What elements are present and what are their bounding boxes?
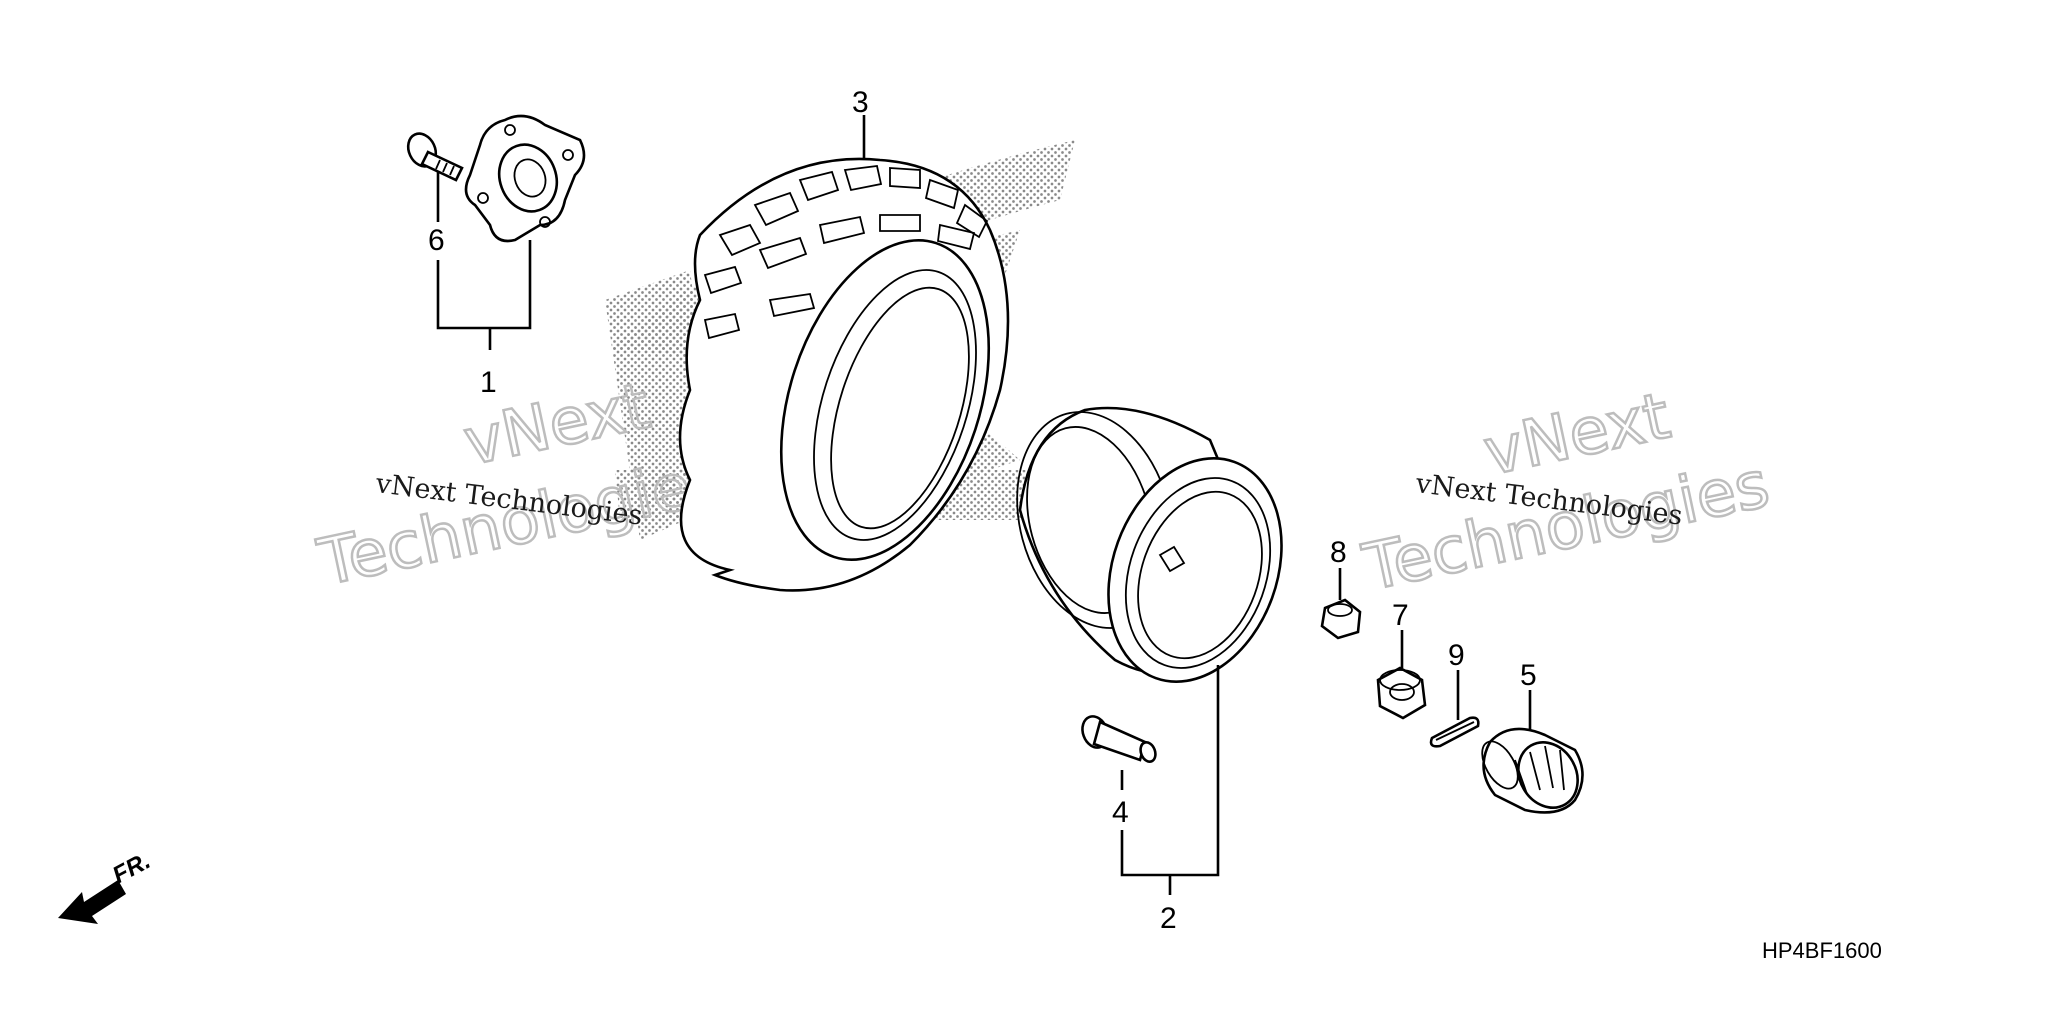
- watermark-right: vNext Technologies vNext Technologies: [1356, 378, 1777, 607]
- diagram-code: HP4BF1600: [1762, 938, 1882, 963]
- callout-8: 8: [1330, 536, 1347, 569]
- valve-stem-part: [1081, 715, 1157, 763]
- callout-4: 4: [1112, 796, 1129, 829]
- callout-3: 3: [852, 86, 869, 119]
- wheel-part: [1016, 406, 1283, 683]
- castle-nut-part: [1376, 666, 1427, 720]
- cotter-pin-part: [1429, 716, 1480, 748]
- callout-1: 1: [480, 366, 497, 399]
- leader-lines: [436, 115, 1532, 895]
- bolt-part: [406, 132, 464, 182]
- callout-6: 6: [428, 224, 445, 257]
- hub-flange-part: [464, 114, 586, 243]
- front-arrow-icon: [58, 880, 126, 924]
- callout-7: 7: [1392, 599, 1409, 632]
- callout-5: 5: [1520, 659, 1537, 692]
- callout-2: 2: [1160, 902, 1177, 935]
- tire-part: [678, 157, 1010, 592]
- nut-part: [1320, 598, 1362, 640]
- callout-9: 9: [1448, 639, 1465, 672]
- hub-cap-part: [1481, 727, 1584, 814]
